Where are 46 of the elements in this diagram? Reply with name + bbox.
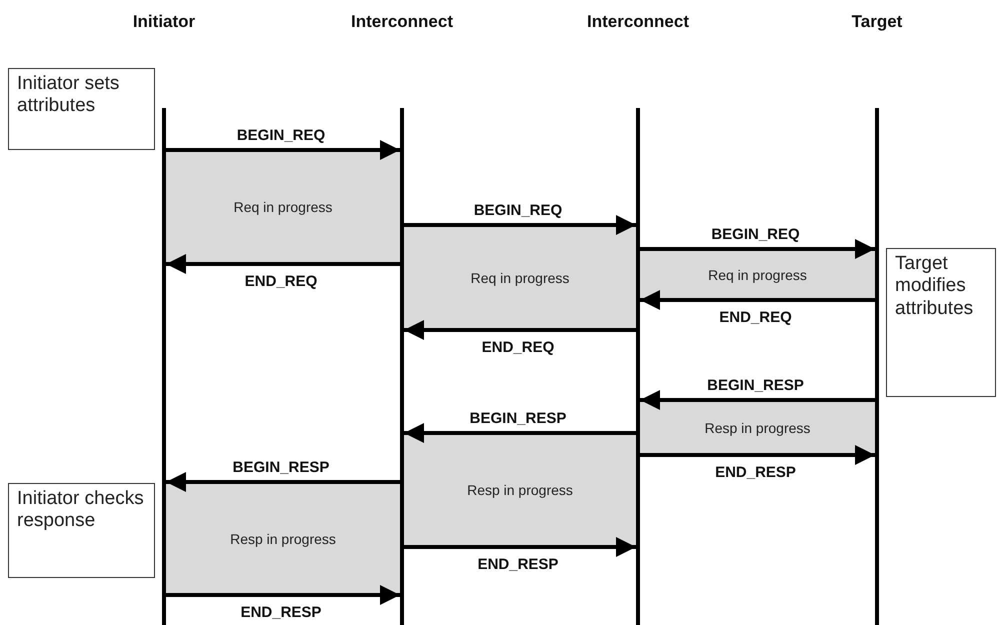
arrow	[404, 537, 636, 557]
edge-label: END_RESP	[713, 464, 798, 481]
arrow	[640, 239, 875, 259]
edge-label: END_REQ	[480, 339, 556, 356]
note-box	[886, 248, 996, 397]
edge-label: BEGIN_RESP	[230, 459, 332, 476]
edge-label: BEGIN_RESP	[468, 410, 568, 427]
arrow	[404, 423, 636, 443]
note-text: Initiator checks response	[17, 488, 144, 532]
note-text: Initiator sets attributes	[17, 73, 120, 116]
band-label: Req in progress	[708, 266, 807, 282]
progress-band	[640, 402, 875, 453]
lifeline-header: Interconnect	[350, 12, 454, 32]
note-text: Target modifies attributes	[895, 253, 974, 319]
edge-label: END_RESP	[238, 604, 324, 621]
arrow	[166, 254, 400, 274]
band-label: Resp in progress	[467, 482, 573, 498]
arrow	[404, 320, 636, 340]
progress-band	[166, 152, 400, 262]
arrow	[640, 290, 875, 310]
progress-band	[404, 435, 636, 545]
arrow	[166, 140, 400, 160]
arrow	[640, 390, 875, 410]
edge-label: BEGIN_REQ	[709, 226, 802, 243]
band-label: Req in progress	[234, 199, 332, 215]
edge-label: END_REQ	[242, 273, 320, 290]
arrow	[404, 215, 636, 235]
edge-label: END_REQ	[717, 309, 794, 326]
note-box	[8, 483, 155, 578]
progress-band	[404, 227, 636, 328]
progress-band	[166, 484, 400, 593]
lifeline-header: Target	[850, 12, 904, 32]
lifeline-header: Interconnect	[586, 12, 690, 32]
edge-label: END_RESP	[476, 556, 560, 573]
band-label: Req in progress	[470, 270, 570, 286]
edge-label: BEGIN_REQ	[234, 127, 328, 144]
arrow	[166, 472, 400, 492]
band-label: Resp in progress	[704, 420, 810, 436]
lifeline-header: Initiator	[132, 12, 196, 32]
note-box	[8, 68, 155, 150]
edge-label: BEGIN_RESP	[705, 377, 806, 394]
progress-band	[640, 251, 875, 298]
arrow	[166, 585, 400, 605]
edge-label: BEGIN_REQ	[472, 202, 564, 219]
band-label: Resp in progress	[230, 530, 336, 546]
arrow	[640, 445, 875, 465]
